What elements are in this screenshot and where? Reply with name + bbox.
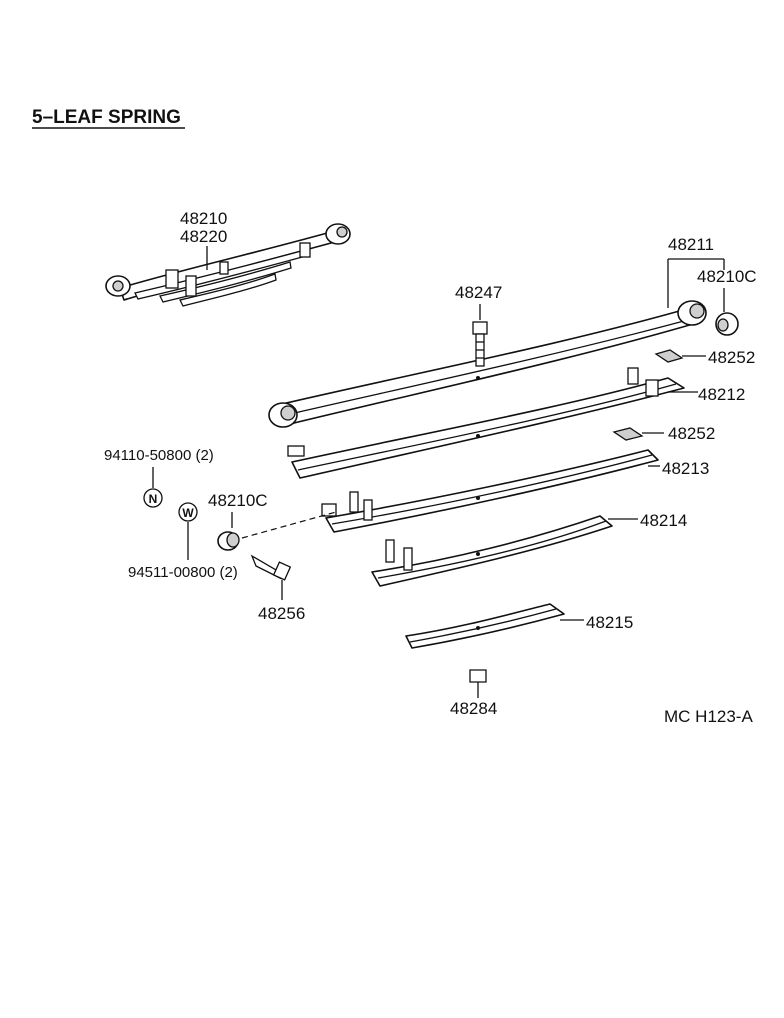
leaf-5	[405, 603, 565, 649]
label-48256: 48256	[258, 604, 305, 623]
label-48215: 48215	[586, 613, 633, 632]
clip-upper	[654, 349, 684, 363]
bushing-top	[715, 312, 739, 336]
center-nut	[469, 669, 487, 683]
label-48252-a: 48252	[708, 348, 755, 367]
label-48284: 48284	[450, 699, 497, 718]
nut-n-icon: N	[143, 488, 163, 508]
leaf-1-main	[268, 300, 707, 428]
leaf-2	[287, 367, 685, 479]
label-94110-50800: 94110-50800 (2)	[104, 447, 214, 464]
label-48211: 48211	[668, 235, 714, 254]
label-48220: 48220	[180, 227, 227, 246]
assembly-dashed-line	[241, 511, 337, 539]
label-94511-00800: 94511-00800 (2)	[128, 564, 238, 581]
label-48210c-top: 48210C	[697, 267, 757, 286]
diagram-code: MC H123-A	[664, 707, 753, 726]
spring-assembly-drawing	[105, 223, 351, 307]
nut-symbol: N	[149, 492, 158, 506]
label-48214: 48214	[640, 511, 687, 530]
label-48213: 48213	[662, 459, 709, 478]
washer-w-icon: W	[178, 502, 198, 522]
leaf-4	[371, 515, 613, 587]
clip-lower	[612, 427, 644, 441]
label-48247: 48247	[455, 283, 502, 302]
side-bolt	[250, 554, 292, 581]
label-48210c-side: 48210C	[208, 491, 268, 510]
bushing-side	[217, 531, 240, 551]
leaf-3	[321, 449, 659, 533]
label-48252-b: 48252	[668, 424, 715, 443]
label-48212: 48212	[698, 385, 745, 404]
diagram-title: 5–LEAF SPRING	[32, 107, 181, 128]
label-48210: 48210	[180, 209, 227, 228]
washer-symbol: W	[182, 506, 194, 520]
center-bolt	[472, 321, 488, 367]
